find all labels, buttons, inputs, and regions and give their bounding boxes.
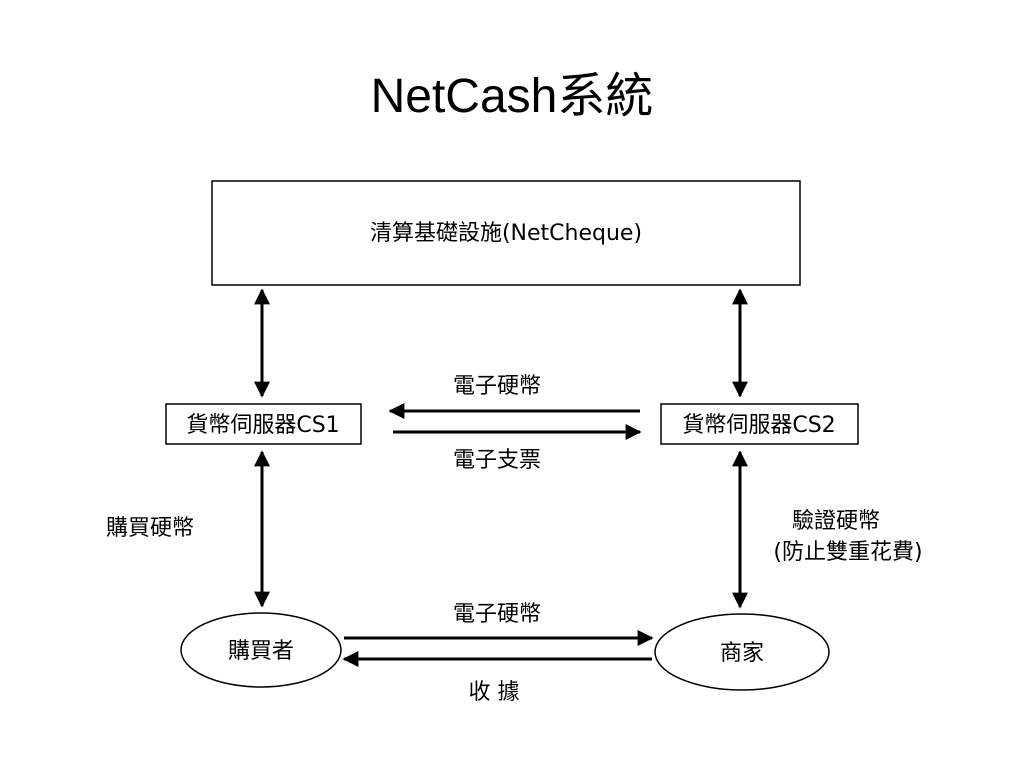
- label-buy-coins: 購買硬幣: [106, 516, 194, 541]
- label-cs1-to-cs2: 電子支票: [453, 448, 541, 473]
- page-title: NetCash系統: [370, 70, 654, 123]
- label-verify-coins: 驗證硬幣: [792, 509, 880, 534]
- label-cs2-to-cs1: 電子硬幣: [453, 374, 541, 399]
- currency-server-cs2-node: 貨幣伺服器CS2: [660, 403, 859, 445]
- label-prevent-double-spending: (防止雙重花費): [773, 540, 922, 565]
- label-merchant-to-buyer: 收 據: [469, 680, 520, 705]
- label-buyer-to-merchant: 電子硬幣: [453, 602, 541, 627]
- merchant-node: 商家: [654, 613, 830, 691]
- currency-server-cs1-label: 貨幣伺服器CS1: [186, 413, 339, 438]
- buyer-label: 購買者: [228, 639, 294, 664]
- clearing-infrastructure-label: 清算基礎設施(NetCheque): [370, 221, 642, 246]
- buyer-node: 購買者: [180, 612, 342, 688]
- merchant-label: 商家: [720, 641, 764, 666]
- currency-server-cs1-node: 貨幣伺服器CS1: [165, 403, 362, 445]
- clearing-infrastructure-node: 清算基礎設施(NetCheque): [211, 180, 801, 286]
- currency-server-cs2-label: 貨幣伺服器CS2: [682, 413, 835, 438]
